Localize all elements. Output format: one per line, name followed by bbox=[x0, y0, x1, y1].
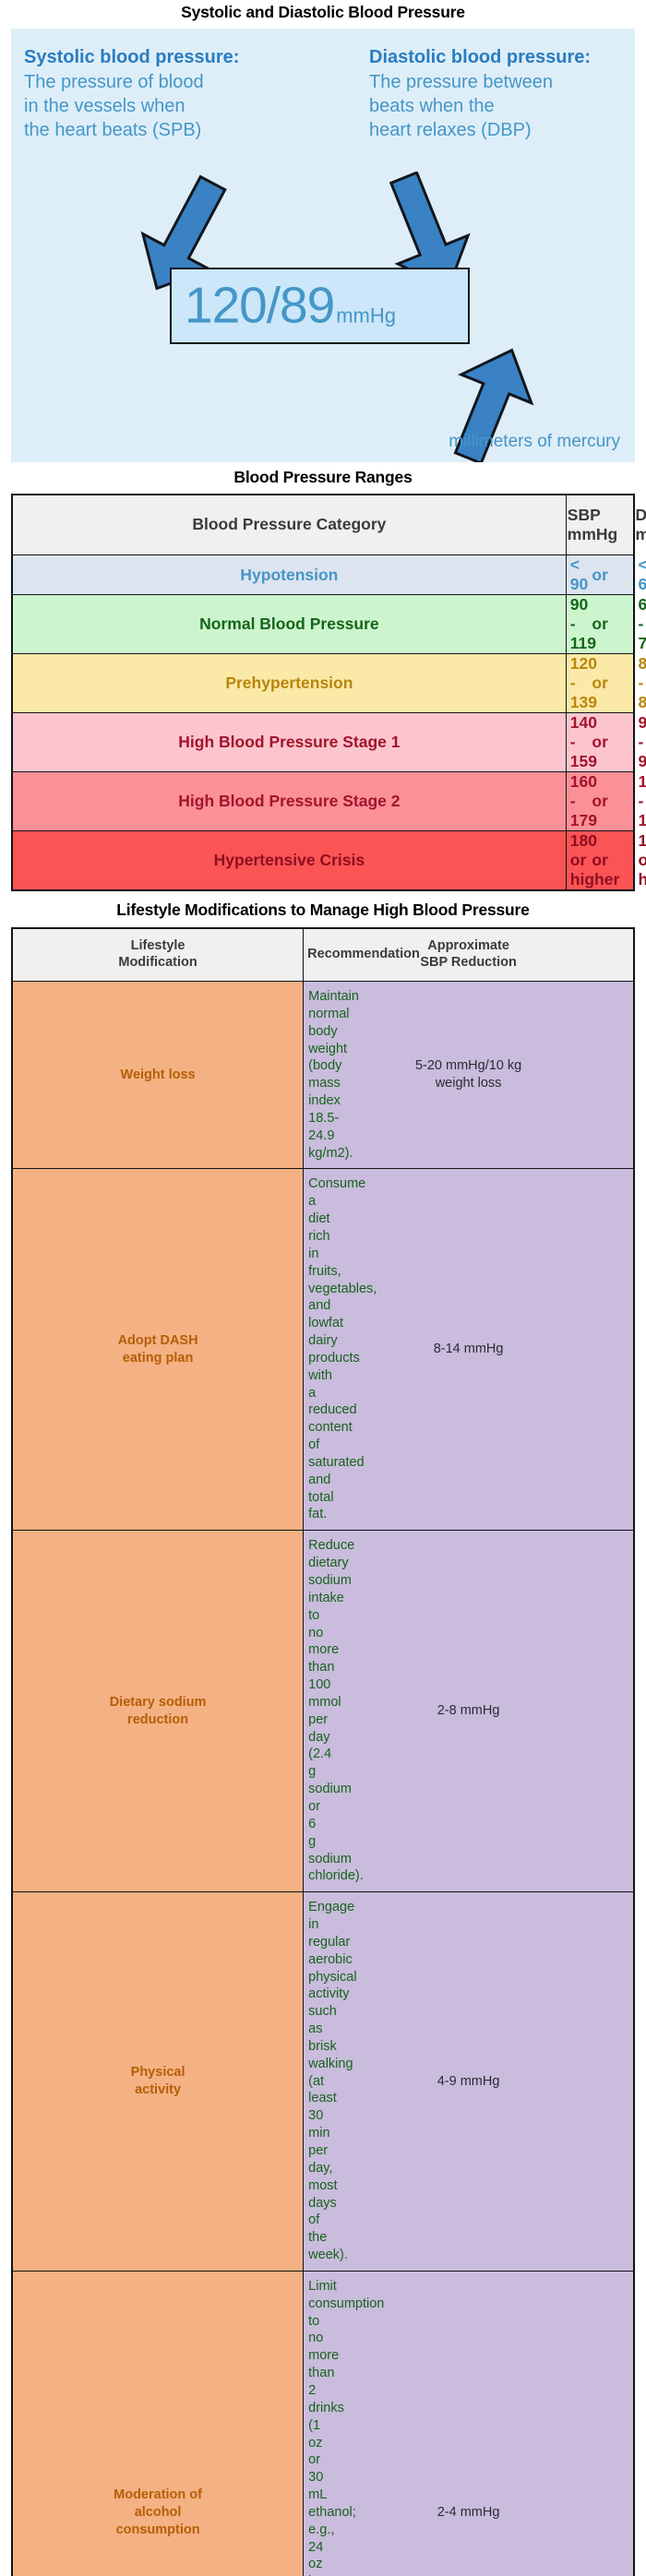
cell-sbp-reduction-4: 2-4 mmHg bbox=[304, 2271, 634, 2576]
header-reduction-line1: Approximate bbox=[427, 938, 509, 953]
cell-category-2: Prehypertension bbox=[12, 654, 566, 713]
diastolic-term: Diastolic blood pressure: bbox=[369, 45, 591, 70]
header-category: Blood Pressure Category bbox=[12, 495, 566, 555]
table-row: Normal Blood Pressure90 - 119or60 - 79 bbox=[12, 595, 634, 654]
header-reduction-line2: SBP Reduction bbox=[420, 955, 516, 970]
systolic-definition: Systolic blood pressure: The pressure of… bbox=[24, 45, 239, 142]
header-modification-line2: Modification bbox=[118, 955, 197, 970]
cell-modification-0: Weight loss bbox=[12, 982, 304, 1169]
reading-value: 120/89 bbox=[185, 276, 334, 333]
header-dbp-line1: DBP bbox=[636, 506, 646, 524]
ranges-table-body: Hypotension< 90or< 60Normal Blood Pressu… bbox=[12, 555, 634, 891]
blood-pressure-ranges-table: Blood Pressure Category SBP mmHg DBP mmH… bbox=[11, 494, 635, 891]
ranges-title: Blood Pressure Ranges bbox=[0, 462, 646, 487]
header-modification-line1: Lifestyle bbox=[131, 938, 185, 953]
cell-category-5: Hypertensive Crisis bbox=[12, 831, 566, 891]
header-sbp-line2: mmHg bbox=[568, 525, 617, 543]
unit-caption: millimeters of mercury bbox=[449, 432, 620, 452]
diastolic-definition: Diastolic blood pressure: The pressure b… bbox=[369, 45, 591, 142]
blood-pressure-reading-box: 120/89mmHg bbox=[170, 268, 470, 344]
cell-category-3: High Blood Pressure Stage 1 bbox=[12, 713, 566, 772]
header-dbp-line2: mmHg bbox=[636, 525, 646, 543]
blood-pressure-diagram-panel: Systolic blood pressure: The pressure of… bbox=[11, 29, 635, 462]
cell-sbp-reduction-3: 4-9 mmHg bbox=[304, 1892, 634, 2272]
table-row: Hypotension< 90or< 60 bbox=[12, 555, 634, 595]
header-sbp-line1: SBP bbox=[568, 506, 601, 524]
cell-category-0: Hypotension bbox=[12, 555, 566, 595]
cell-sbp-reduction-1: 8-14 mmHg bbox=[304, 1169, 634, 1531]
systolic-term: Systolic blood pressure: bbox=[24, 45, 239, 70]
table-row: High Blood Pressure Stage 1140 - 159or90… bbox=[12, 713, 634, 772]
cell-sbp-reduction-2: 2-8 mmHg bbox=[304, 1531, 634, 1892]
table-header-row: Blood Pressure Category SBP mmHg DBP mmH… bbox=[12, 495, 634, 555]
blood-pressure-reading: 120/89mmHg bbox=[185, 275, 396, 334]
cell-category-1: Normal Blood Pressure bbox=[12, 595, 566, 654]
lifestyle-title: Lifestyle Modifications to Manage High B… bbox=[0, 891, 646, 920]
table-row: Prehypertension120 - 139or80 - 89 bbox=[12, 654, 634, 713]
table-row: High Blood Pressure Stage 2160 - 179or10… bbox=[12, 772, 634, 831]
cell-category-4: High Blood Pressure Stage 2 bbox=[12, 772, 566, 831]
page-title: Systolic and Diastolic Blood Pressure bbox=[0, 0, 646, 22]
lifestyle-modifications-table: Lifestyle Modification Recommendation Ap… bbox=[11, 927, 635, 2576]
header-lifestyle-modification: Lifestyle Modification bbox=[12, 928, 304, 982]
lifestyle-header-row: Lifestyle Modification Recommendation Ap… bbox=[12, 928, 634, 982]
table-row: Hypertensive Crisis180 or higheror110 or… bbox=[12, 831, 634, 891]
reading-unit: mmHg bbox=[336, 304, 396, 327]
